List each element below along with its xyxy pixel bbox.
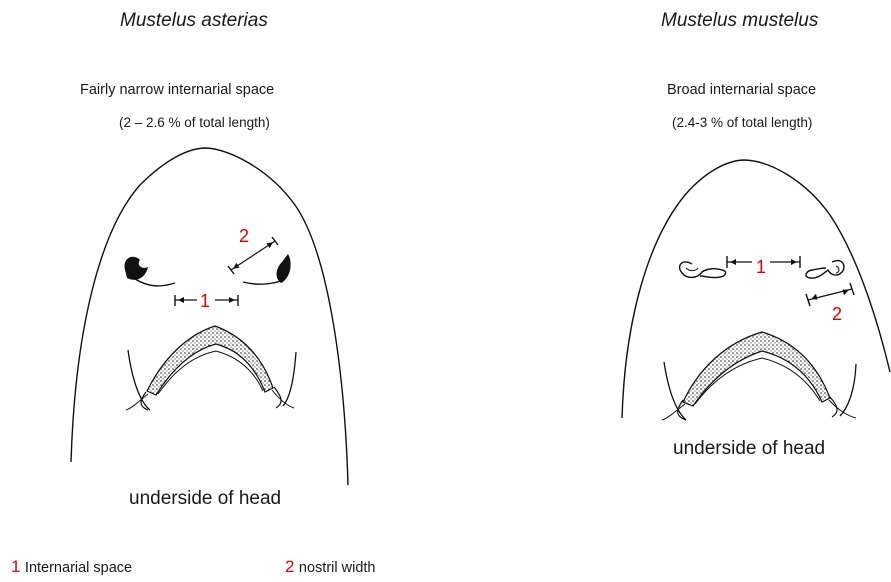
left-mouth	[126, 326, 296, 410]
left-head-drawing: 1 2	[71, 148, 348, 485]
left-head-outline	[71, 148, 348, 485]
right-mouth	[662, 332, 856, 420]
right-head-drawing: 1 2	[622, 160, 890, 420]
left-nostril-left	[124, 257, 175, 286]
right-nostril-right	[806, 261, 844, 279]
left-marker-1: 1	[200, 291, 210, 311]
right-marker-1: 1	[756, 257, 766, 277]
right-marker-2: 2	[832, 304, 842, 324]
left-nostril-right	[243, 254, 291, 284]
left-marker-2: 2	[239, 226, 249, 246]
right-nostril-left	[680, 262, 726, 278]
